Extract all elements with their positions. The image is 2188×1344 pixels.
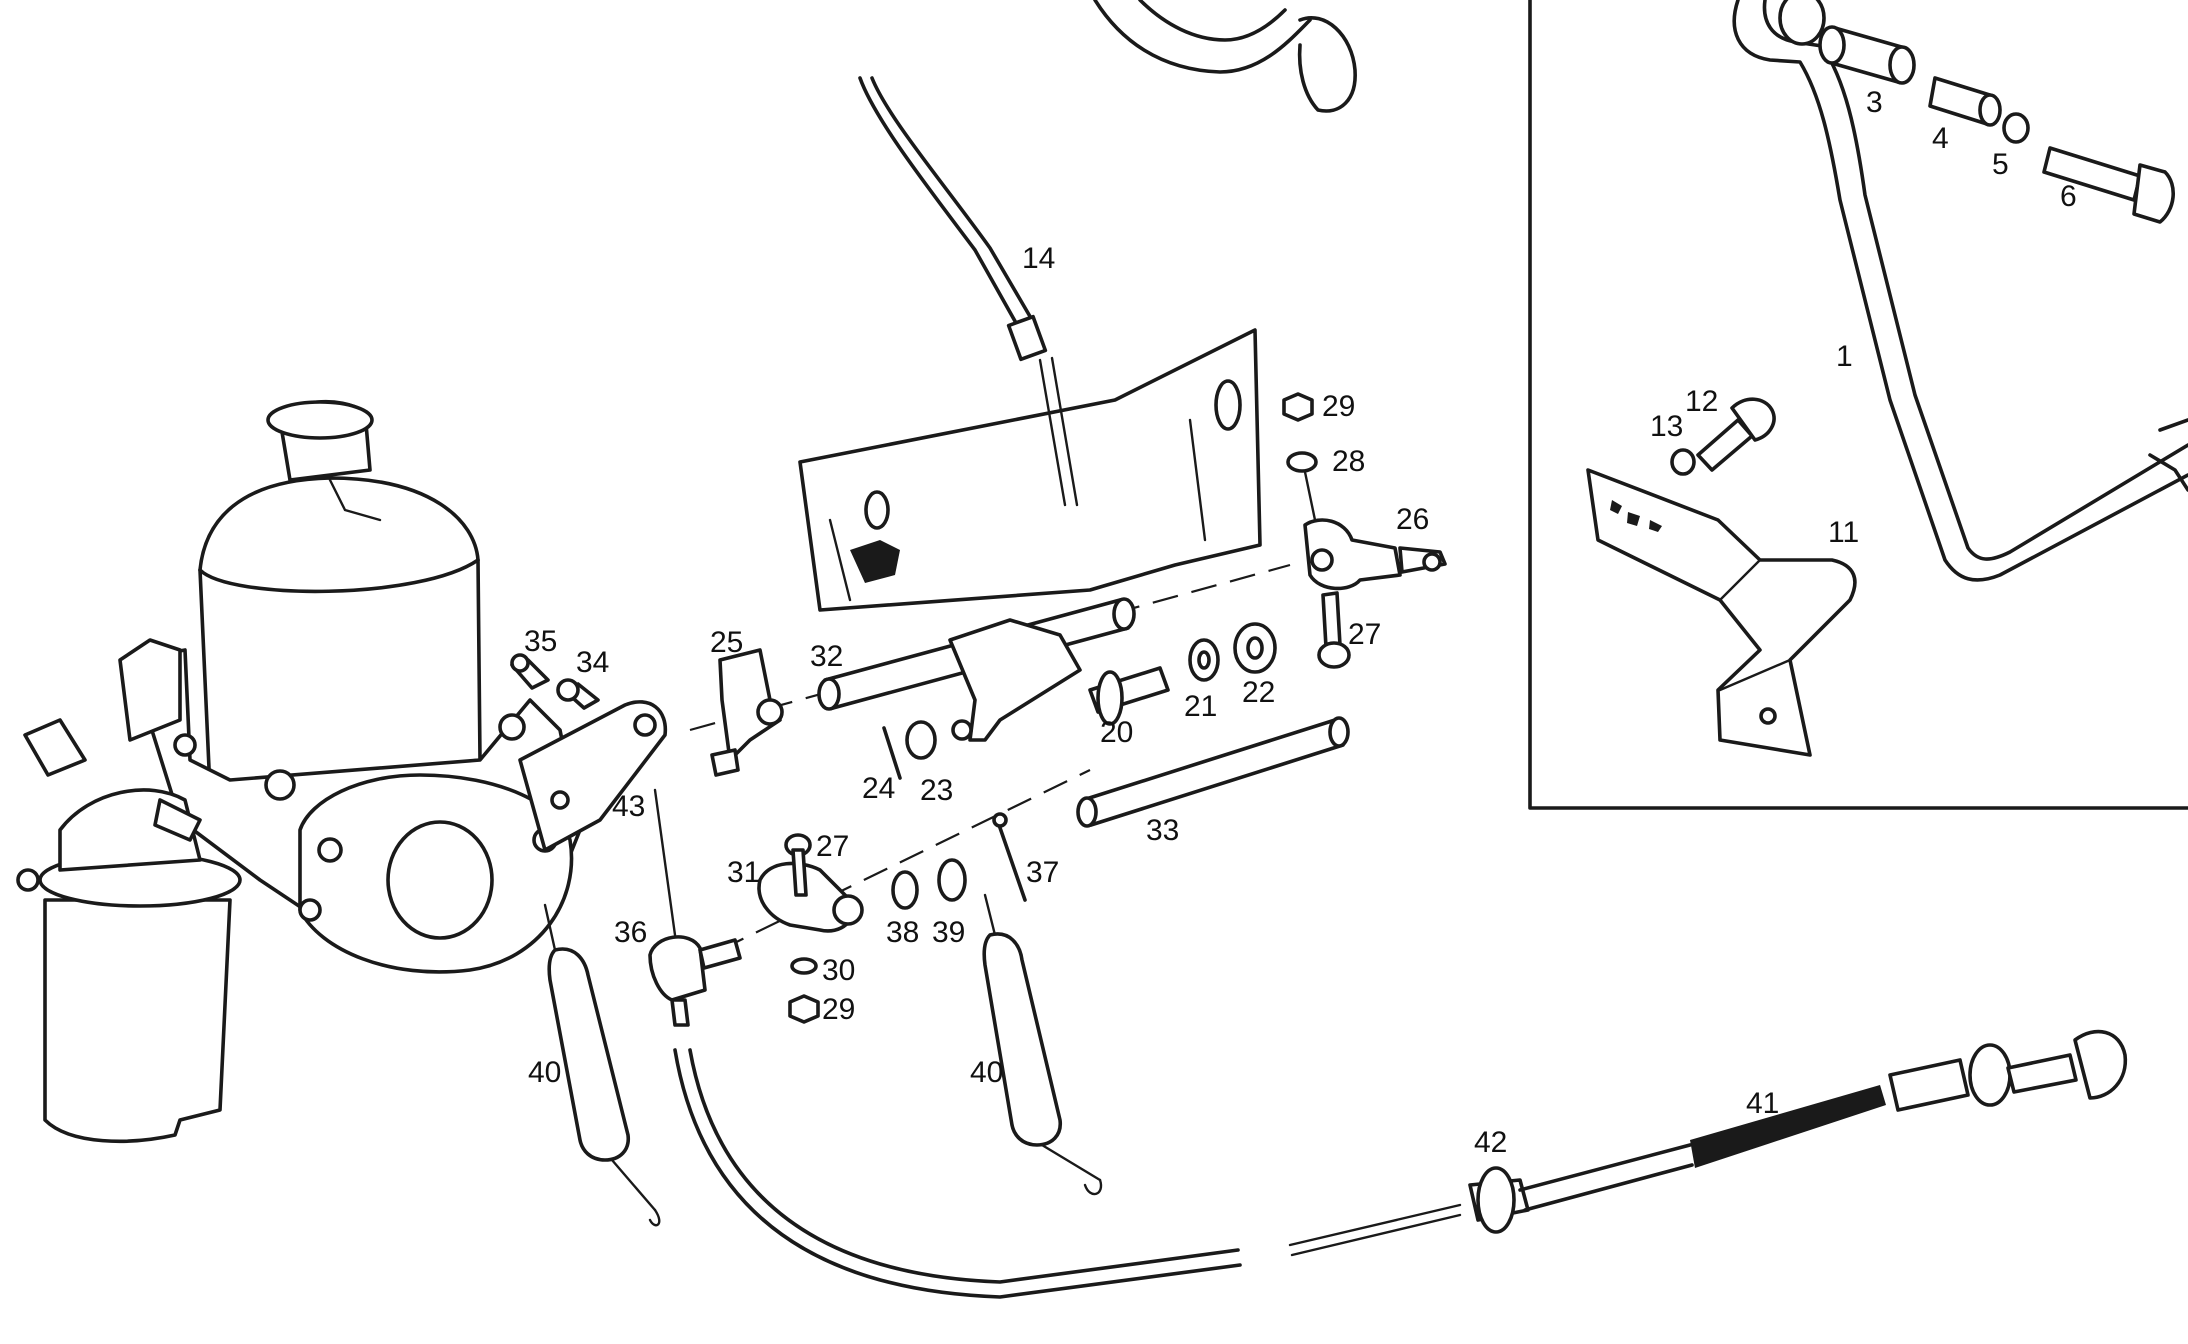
washer-part	[937, 858, 967, 902]
washer-part	[790, 957, 818, 975]
callout-40-left: 40	[528, 1056, 561, 1089]
callout-12: 12	[1685, 385, 1718, 418]
nut-part	[788, 994, 820, 1024]
callout-30: 30	[822, 954, 855, 987]
callout-34: 34	[576, 646, 609, 679]
alignment-line	[719, 769, 1091, 951]
screw-part	[510, 653, 550, 690]
callout-3: 3	[1866, 86, 1883, 119]
bolt-part	[1317, 591, 1351, 669]
pedal-fragment	[1093, 0, 1357, 113]
bulkhead-panel	[798, 328, 1262, 612]
callout-35: 35	[524, 625, 557, 658]
cross-rod-part	[1076, 716, 1350, 828]
callout-36: 36	[614, 916, 647, 949]
callout-29-upper: 29	[1322, 390, 1355, 423]
bush-part	[1818, 25, 1916, 85]
washer-part	[905, 720, 937, 760]
split-pin-part	[996, 820, 1027, 902]
washer-part	[1670, 448, 1696, 476]
callout-21: 21	[1184, 690, 1217, 723]
throttle-lever-part	[710, 648, 784, 777]
cable-wire-part	[653, 788, 677, 937]
lever-part	[757, 861, 864, 933]
callout-43: 43	[612, 790, 645, 823]
callout-39: 39	[932, 916, 965, 949]
callout-26: 26	[1396, 503, 1429, 536]
spacer-part	[1928, 76, 2002, 127]
callout-5: 5	[1992, 148, 2009, 181]
bolt-part	[784, 833, 812, 897]
split-pin-part	[882, 726, 902, 780]
callout-40-right: 40	[970, 1056, 1003, 1089]
callout-11: 11	[1828, 516, 1859, 549]
spindle-bracket-part	[948, 618, 1082, 742]
pedal-lever-part	[1732, 0, 2188, 582]
callout-42: 42	[1474, 1126, 1507, 1159]
callout-33: 33	[1146, 814, 1179, 847]
washer-part	[1286, 451, 1318, 473]
callout-4: 4	[1932, 122, 1949, 155]
callout-32: 32	[810, 640, 843, 673]
carburettor-assembly	[16, 399, 582, 1144]
clevis-part	[1303, 518, 1447, 591]
mounting-bracket-part	[1586, 468, 1857, 757]
stud-part	[1088, 666, 1170, 726]
callout-6: 6	[2060, 180, 2077, 213]
callout-13: 13	[1650, 410, 1683, 443]
callout-20: 20	[1100, 716, 1133, 749]
nut-part	[1233, 622, 1277, 674]
callout-22: 22	[1242, 676, 1275, 709]
return-spring-part	[982, 893, 1103, 1196]
callout-1: 1	[1836, 340, 1853, 373]
return-spring-part	[543, 903, 661, 1227]
callout-25: 25	[710, 626, 743, 659]
washer-part	[1188, 638, 1220, 682]
nut-part	[1282, 392, 1314, 422]
callout-23: 23	[920, 774, 953, 807]
screw-part	[556, 678, 600, 710]
bolt-part	[1696, 397, 1776, 472]
choke-cable-part	[1288, 1029, 2128, 1257]
inset-panel	[1528, 0, 2188, 810]
throttle-cable-part	[858, 76, 1079, 507]
callout-29-lower: 29	[822, 993, 855, 1026]
callout-41: 41	[1746, 1087, 1779, 1120]
trunnion-part	[648, 935, 742, 1027]
washer-part	[2002, 112, 2030, 144]
callout-37: 37	[1026, 856, 1059, 889]
callout-14: 14	[1022, 242, 1055, 275]
alignment-line	[1303, 470, 1317, 522]
callout-24: 24	[862, 772, 895, 805]
callout-27-lower: 27	[816, 830, 849, 863]
bolt-part	[2042, 146, 2175, 224]
callout-31: 31	[727, 856, 760, 889]
callout-labels: 1 3 4 5 6 11 12 13 14 20 21 22 23 24 25 …	[524, 86, 2077, 1159]
alignment-line	[689, 563, 1291, 732]
callout-27-upper: 27	[1348, 618, 1381, 651]
throttle-bracket-part	[518, 700, 668, 852]
callout-38: 38	[886, 916, 919, 949]
washer-part	[891, 870, 919, 910]
callout-28: 28	[1332, 445, 1365, 478]
cable-outer-part	[673, 1048, 1242, 1299]
